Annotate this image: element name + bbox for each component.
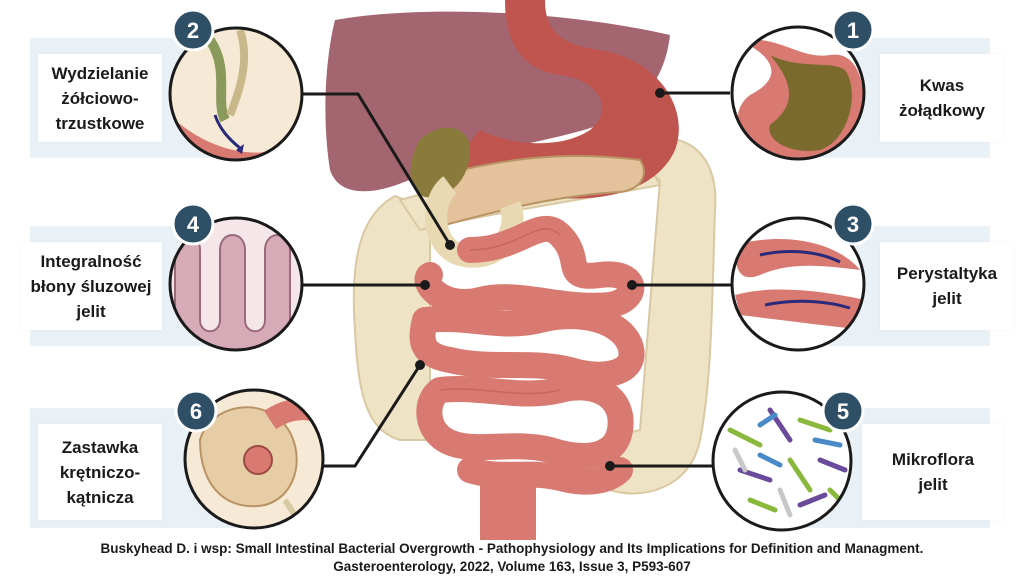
label-3-line-1: Perystaltyka — [896, 264, 998, 283]
label-peristalsis: Perystaltyka jelit — [880, 242, 1014, 330]
rectum — [480, 480, 536, 540]
badge-6-number: 6 — [190, 399, 202, 424]
intestine-detail — [439, 228, 561, 395]
label-ileocecal-valve: Zastawka krętniczo- kątnicza — [38, 424, 162, 520]
label-1-line-2: żołądkowy — [899, 101, 985, 120]
citation-line-1: Buskyhead D. i wsp: Small Intestinal Bac… — [100, 541, 924, 556]
label-2-line-2: żółciowo- — [61, 88, 139, 108]
badge-1-number: 1 — [847, 18, 859, 43]
citation: Buskyhead D. i wsp: Small Intestinal Bac… — [0, 540, 1024, 576]
gallbladder — [410, 127, 470, 198]
label-4-line-2: błony śluzowej — [30, 276, 152, 296]
label-5-line-1: Mikroflora — [891, 450, 975, 469]
detail-circle-3 — [730, 216, 866, 352]
descending-colon — [598, 137, 717, 495]
badge-2-number: 2 — [187, 18, 199, 43]
label-mucosa-integrity: Integralność błony śluzowej jelit — [20, 242, 162, 330]
small-intestine — [409, 216, 645, 495]
leader-lines — [302, 91, 732, 468]
label-microflora: Mikroflora jelit — [862, 424, 1004, 520]
leader-2 — [302, 92, 452, 246]
label-bile-pancreatic: Wydzielanie żółciowo- trzustkowe — [38, 54, 162, 142]
badge-4: 4 — [171, 202, 215, 246]
badge-5: 5 — [821, 389, 865, 433]
badge-3: 3 — [831, 202, 875, 246]
badge-5-number: 5 — [837, 399, 849, 424]
label-6-line-2: krętniczo- — [59, 462, 141, 482]
badge-3-number: 3 — [847, 212, 859, 237]
label-3-line-2: jelit — [932, 289, 962, 308]
badge-4-number: 4 — [187, 212, 200, 237]
badge-1: 1 — [831, 8, 875, 52]
citation-line-2: Gasteroenterology, 2022, Volume 163, Iss… — [333, 559, 691, 574]
detail-circle-5 — [711, 390, 853, 532]
label-6-line-1: Zastawka — [61, 437, 139, 457]
label-6-line-3: kątnicza — [66, 487, 134, 507]
label-stomach-acid: Kwas żołądkowy — [880, 54, 1004, 142]
label-5-line-2: jelit — [918, 475, 948, 494]
detail-circle-6 — [183, 388, 325, 530]
detail-circle-1 — [730, 25, 866, 161]
label-2-line-3: trzustkowe — [55, 113, 145, 133]
detail-circle-2 — [168, 26, 304, 162]
label-1-line-1: Kwas — [919, 76, 965, 95]
label-4-line-3: jelit — [76, 301, 106, 321]
badge-6: 6 — [174, 389, 218, 433]
label-2-line-1: Wydzielanie — [51, 63, 149, 83]
stomach — [455, 0, 679, 199]
label-4-line-1: Integralność — [40, 251, 142, 271]
leader-6 — [322, 364, 422, 468]
badge-2: 2 — [171, 8, 215, 52]
leader-dots — [415, 88, 665, 471]
anatomy — [325, 0, 717, 540]
